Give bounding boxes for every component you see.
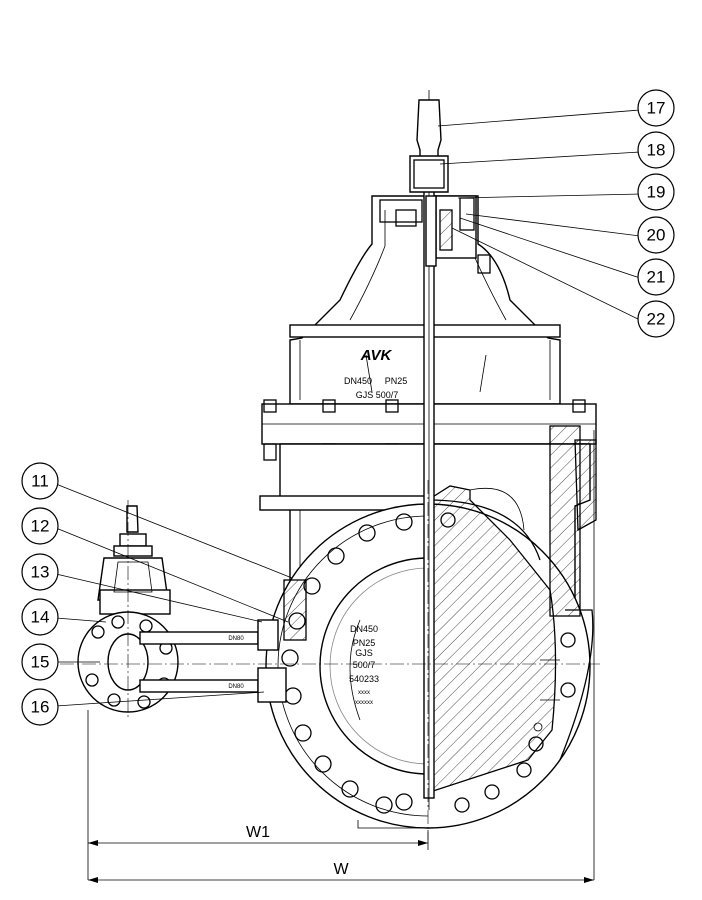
svg-text:12: 12 [31, 517, 50, 536]
body-marking: AVK DN450 PN25 GJS 500/7 [344, 347, 407, 400]
flange-bolt-holes-right [440, 512, 576, 813]
svg-text:14: 14 [31, 608, 50, 627]
bypass-valve [97, 505, 171, 615]
callout-13: 13 [21, 553, 59, 591]
svg-text:22: 22 [647, 310, 666, 329]
callout-14: 14 [21, 598, 59, 636]
bypass-label-lower: DN80 [228, 684, 244, 690]
leader-lines [55, 109, 641, 707]
svg-text:11: 11 [31, 472, 49, 491]
svg-text:20: 20 [647, 226, 666, 245]
callout-11: 11 [21, 462, 59, 500]
marking-material: GJS 500/7 [356, 390, 399, 400]
flange-marking-material-1: GJS [355, 648, 373, 658]
bypass-pipes: DN80 DN80 [139, 579, 307, 703]
flange-marking: DN450 PN25 GJS 500/7 540233 xxxx xxxxxx [349, 624, 379, 706]
main-flange-section [428, 425, 597, 829]
flange-marking-code: 540233 [349, 674, 379, 684]
svg-text:13: 13 [31, 563, 50, 582]
marking-size: DN450 [344, 376, 372, 386]
svg-text:18: 18 [647, 141, 666, 160]
flange-marking-line-1: xxxx [358, 690, 370, 696]
dimension-w: W [333, 861, 349, 878]
flange-marking-material-2: 500/7 [353, 660, 376, 670]
marking-pressure: PN25 [385, 376, 408, 386]
callout-15: 15 [21, 643, 59, 681]
bypass-label-upper: DN80 [228, 636, 244, 642]
flange-marking-pressure: PN25 [353, 638, 376, 648]
dimension-lines: W1 W [87, 430, 595, 883]
callout-18: 18 [637, 131, 675, 169]
callout-16: 16 [21, 688, 59, 726]
valve-stem [409, 90, 449, 810]
brand-logo: AVK [360, 347, 393, 364]
svg-text:21: 21 [647, 268, 666, 287]
callouts: 11 12 13 14 15 16 17 18 [21, 89, 675, 726]
callout-22: 22 [637, 300, 675, 338]
dimension-w1: W1 [246, 824, 270, 841]
flange-marking-size: DN450 [350, 624, 378, 634]
callout-19: 19 [637, 173, 675, 211]
callout-20: 20 [637, 216, 675, 254]
svg-text:17: 17 [647, 99, 666, 118]
callout-17: 17 [637, 89, 675, 127]
svg-text:16: 16 [31, 698, 50, 717]
svg-text:15: 15 [31, 653, 50, 672]
callout-12: 12 [21, 507, 59, 545]
svg-text:19: 19 [647, 183, 666, 202]
callout-21: 21 [637, 258, 675, 296]
stem-seal [425, 195, 491, 274]
flange-marking-line-2: xxxxxx [355, 700, 373, 706]
center-lines [60, 480, 600, 840]
